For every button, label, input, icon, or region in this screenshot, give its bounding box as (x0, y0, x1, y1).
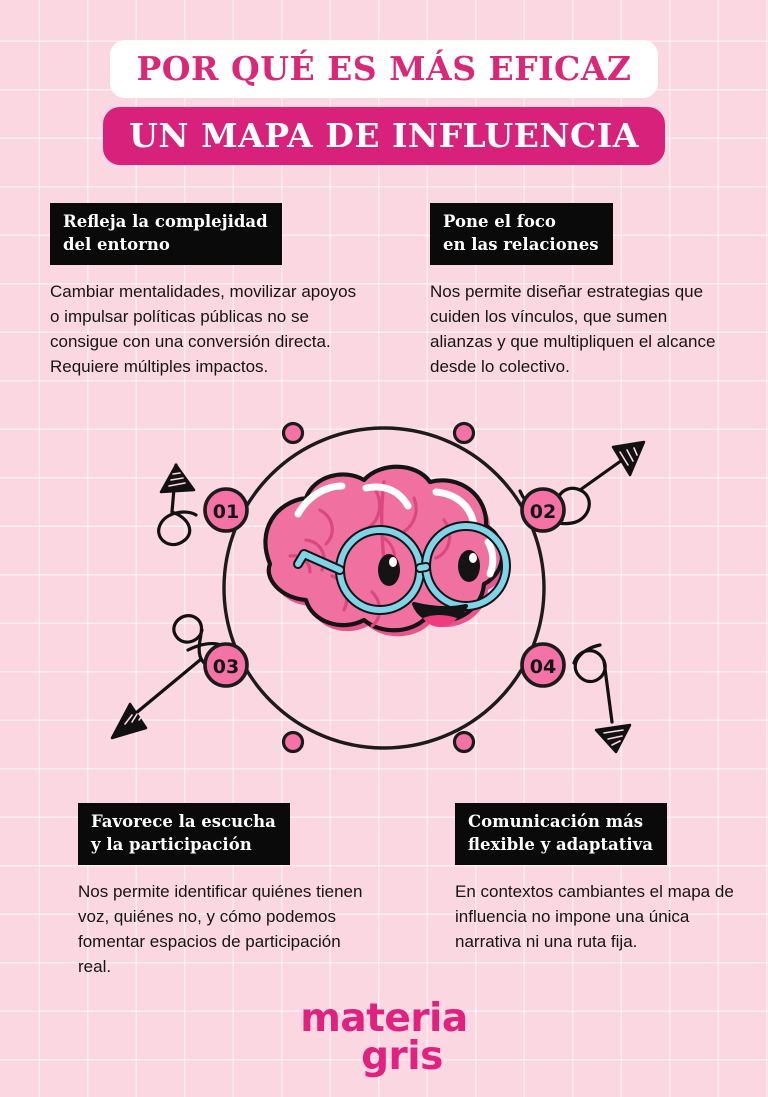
tongue-icon (423, 615, 457, 627)
orbit-circle (222, 426, 546, 750)
orbit-dot-top-right (452, 421, 476, 445)
node-04[interactable]: 04 (520, 642, 566, 688)
node-04-label: 04 (530, 656, 556, 678)
curly-arrow-down-icon (572, 643, 614, 724)
text-block-favorece-la-escucha: Favorece la escucha y la participación N… (78, 803, 378, 979)
block-label-pone-el-foco: Pone el foco en las relaciones (430, 203, 613, 265)
node-01-label: 01 (213, 501, 239, 523)
logo-line-1: materia (300, 996, 468, 1041)
block-body-refleja-la-complejidad: Cambiar mentalidades, movilizar apoyos o… (50, 281, 357, 377)
block-body-comunicacion-flexible: En contextos cambiantes el mapa de influ… (455, 881, 734, 952)
node-01[interactable]: 01 (203, 487, 249, 533)
block-label-comunicacion-flexible: Comunicación más flexible y adaptativa (455, 803, 667, 865)
text-block-comunicacion-flexible: Comunicación más flexible y adaptativa E… (455, 803, 745, 954)
node-02[interactable]: 02 (520, 487, 566, 533)
logo-line-2: gris (361, 1034, 443, 1080)
right-eye-icon (458, 550, 480, 582)
block-label-refleja-la-complejidad: Refleja la complejidad del entorno (50, 203, 282, 265)
poster-title: POR QUÉ ES MÁS EFICAZ UN MAPA DE INFLUEN… (0, 40, 768, 165)
node-02-label: 02 (530, 501, 556, 523)
title-line-2: UN MAPA DE INFLUENCIA (103, 107, 665, 165)
block-label-favorece-la-escucha: Favorece la escucha y la participación (78, 803, 290, 865)
left-eye-icon (378, 554, 400, 586)
orbit-dot-bottom-right (452, 730, 476, 754)
node-03-label: 03 (213, 656, 239, 678)
text-block-refleja-la-complejidad: Refleja la complejidad del entorno Cambi… (50, 203, 370, 379)
brain-with-glasses-icon (263, 464, 511, 637)
title-line-1: POR QUÉ ES MÁS EFICAZ (110, 40, 658, 98)
brand-logo: materia gris (0, 996, 768, 1080)
orbit-dot-top-left (281, 421, 305, 445)
text-block-pone-el-foco: Pone el foco en las relaciones Nos permi… (430, 203, 730, 379)
orbit-dot-bottom-left (281, 730, 305, 754)
curly-arrow-up-right-head-icon (611, 440, 646, 477)
node-03[interactable]: 03 (203, 642, 249, 688)
block-body-pone-el-foco: Nos permite diseñar estrategias que cuid… (430, 281, 716, 377)
block-body-favorece-la-escucha: Nos permite identificar quiénes tienen v… (78, 881, 363, 977)
curly-arrow-down-left-head-icon (110, 702, 148, 740)
influence-map-diagram: 01 02 03 04 (84, 370, 684, 790)
